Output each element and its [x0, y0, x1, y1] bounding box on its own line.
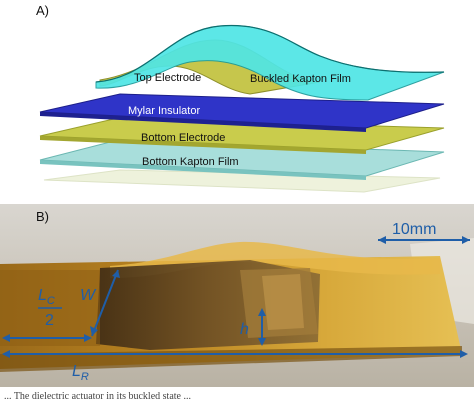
panel-b-photo: 10mm W h LC 2 LR — [0, 204, 474, 387]
h-arrow-top — [258, 308, 266, 316]
lc-numerator: LC — [38, 287, 55, 307]
lr-arrow-left — [2, 350, 10, 358]
panel-a-layer-diagram: A) Top Electrode Buckled Kapton Film Myl… — [36, 3, 445, 193]
lc-subscript: C — [47, 295, 55, 307]
h-arrow-bottom — [258, 338, 266, 346]
bottom-kapton-label: Bottom Kapton Film — [142, 156, 239, 168]
lr-label: LR — [72, 363, 89, 383]
lc-arrow-right — [84, 334, 92, 342]
w-label: W — [80, 287, 97, 304]
w-arrow-top — [112, 270, 120, 278]
scale-bar-arrow-right — [462, 236, 470, 244]
panel-b-label: B) — [36, 209, 49, 224]
panel-a-label: A) — [36, 3, 49, 18]
lr-arrow-right — [460, 350, 468, 358]
lr-subscript: R — [81, 371, 89, 383]
lr-base: L — [72, 363, 81, 380]
layer-stack-svg: Top Electrode Buckled Kapton Film Mylar … — [39, 24, 445, 193]
figure-caption: ... The dielectric actuator in its buckl… — [4, 391, 191, 402]
lc-arrow-left — [2, 334, 10, 342]
h-label: h — [240, 321, 249, 338]
buckled-kapton-label: Buckled Kapton Film — [250, 73, 351, 85]
w-arrow-bottom — [90, 326, 98, 336]
mylar-insulator-label: Mylar Insulator — [128, 105, 200, 117]
mylar-insulator-layer — [39, 93, 445, 129]
buckled-film-top — [110, 241, 440, 278]
scale-bar-label: 10mm — [392, 221, 436, 238]
strip-edge — [0, 346, 462, 372]
lc-denominator: 2 — [45, 312, 54, 329]
photo-svg: 10mm W h LC 2 LR — [0, 204, 474, 387]
lc-base: L — [38, 287, 47, 304]
electrode-highlight — [262, 274, 304, 330]
base-plate — [43, 169, 441, 193]
bottom-kapton-edge — [40, 160, 366, 180]
scale-bar-arrow-left — [378, 236, 386, 244]
mylar-insulator-edge — [40, 112, 366, 132]
bottom-electrode-label: Bottom Electrode — [141, 132, 225, 144]
buckled-kapton-ridge — [95, 24, 445, 83]
bottom-electrode-edge — [40, 136, 366, 154]
top-electrode-label: Top Electrode — [134, 72, 201, 84]
w-dimension-line — [91, 269, 119, 337]
